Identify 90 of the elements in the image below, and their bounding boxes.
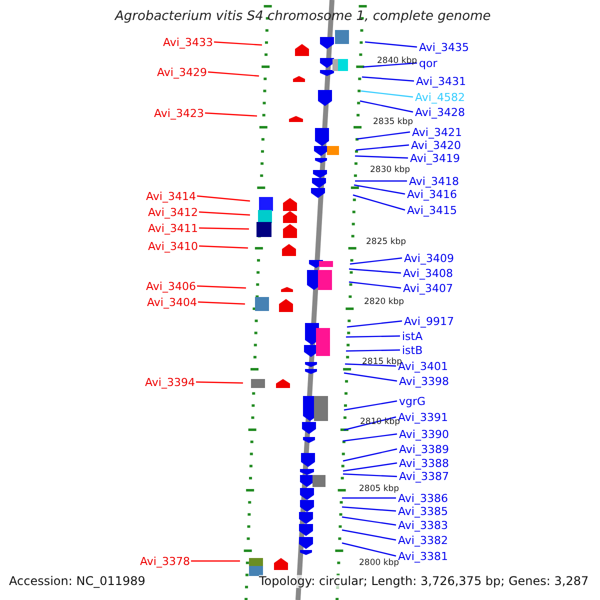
gene-label: Avi_3418 [409, 174, 459, 188]
gene-label: Avi_3385 [398, 504, 448, 518]
gene-label: Avi_3409 [404, 252, 454, 264]
leader-line [346, 349, 400, 352]
leader-line [344, 400, 398, 411]
leader-line [360, 100, 414, 113]
gene-label: Avi_3411 [148, 222, 198, 234]
gene-label: Avi_9917 [404, 314, 454, 328]
leader-line [354, 184, 406, 195]
leader-line [198, 245, 248, 249]
leader-line [364, 41, 418, 48]
leader-line [360, 90, 414, 98]
leader-line [208, 71, 260, 77]
scale-label: 2840 kbp [377, 56, 418, 66]
gene-label: Avi_3416 [407, 188, 457, 200]
leader-line [196, 381, 244, 384]
gene-label: Avi_3412 [148, 206, 198, 218]
leader-line [198, 301, 246, 305]
leader-line [346, 320, 402, 328]
scale-label: 2830 kbp [370, 166, 410, 174]
gene-label: Avi_3419 [410, 152, 460, 164]
leader-line [348, 281, 402, 289]
scale-label: 2820 kbp [364, 298, 404, 306]
leader-line [198, 227, 250, 230]
gene-label: Avi_3408 [403, 266, 453, 280]
gene-label: Avi_3388 [399, 456, 449, 470]
gene-label: Avi_3378 [140, 554, 190, 568]
scale-label: 2835 kbp [373, 118, 414, 126]
leader-line [342, 448, 398, 462]
scale-label: 2805 kbp [359, 484, 400, 494]
gene-label: Avi_3387 [399, 470, 449, 483]
leader-line [356, 131, 410, 140]
gene-label: Avi_3410 [148, 240, 198, 252]
gene-label: Avi_3381 [398, 550, 448, 562]
gene-label: Avi_3406 [146, 280, 196, 292]
leader-line [342, 542, 396, 557]
leader-line [214, 41, 262, 46]
gene-label: Avi_3420 [411, 138, 461, 152]
leader-line [344, 372, 398, 382]
gene-label: Avi_3423 [154, 106, 204, 120]
leader-line [196, 285, 246, 289]
leader-line [354, 155, 408, 159]
scale-label: 2825 kbp [366, 238, 406, 246]
leader-line [362, 62, 418, 68]
gene-label: Avi_3433 [163, 36, 213, 48]
leader-line [204, 112, 258, 117]
gene-label: Avi_3428 [415, 106, 465, 118]
leader-line [342, 529, 396, 541]
leader-line [356, 144, 410, 151]
gene-label: Avi_4582 [415, 90, 465, 104]
leader-line [196, 195, 250, 202]
gene-label: Avi_3415 [407, 204, 457, 216]
gene-label: Avi_3414 [146, 190, 196, 202]
leader-line [342, 433, 398, 442]
leader-line [344, 363, 396, 367]
scale-label: 2800 kbp [359, 558, 400, 568]
gene-label: Avi_3386 [398, 492, 448, 504]
leader-line [348, 268, 402, 274]
title: Agrobacterium vitis S4 chromosome 1, complete genome [115, 10, 491, 23]
gene-label: Avi_3398 [399, 374, 449, 388]
gene-label: istB [402, 344, 423, 356]
leader-line [350, 257, 402, 265]
leader-line [352, 194, 406, 211]
leader-line [355, 180, 407, 182]
gene-label: qor [419, 56, 438, 70]
leader-line [342, 497, 396, 499]
gene-label: Avi_3404 [147, 296, 197, 308]
gene-label: Avi_3391 [398, 410, 448, 424]
gene-label: Avi_3390 [399, 428, 449, 440]
leader-line [342, 473, 398, 478]
gene-label: Avi_3435 [419, 40, 469, 54]
gene-label: Avi_3431 [416, 74, 466, 88]
leader-line [198, 211, 250, 216]
leader-line [362, 76, 414, 82]
leader-line [191, 560, 240, 562]
gene-label: Avi_3394 [145, 376, 195, 388]
accession-text: Accession: NC_011989 [9, 575, 146, 588]
gene-label: Avi_3421 [412, 126, 462, 138]
leader-line [342, 506, 396, 512]
gene-label: vgrG [399, 394, 426, 408]
gene-label: Avi_3383 [398, 518, 448, 532]
summary-text: Topology: circular; Length: 3,726,375 bp; Genes: 3,287 [259, 575, 589, 588]
gene-label: Avi_3407 [403, 282, 453, 294]
gene-label: Avi_3389 [399, 442, 449, 456]
gene-label: istA [402, 330, 423, 342]
leader-line [342, 516, 396, 526]
gene-label: Avi_3429 [157, 66, 207, 78]
leader-line [346, 335, 400, 338]
leader-line [342, 462, 398, 472]
gene-label: Avi_3382 [398, 534, 448, 546]
